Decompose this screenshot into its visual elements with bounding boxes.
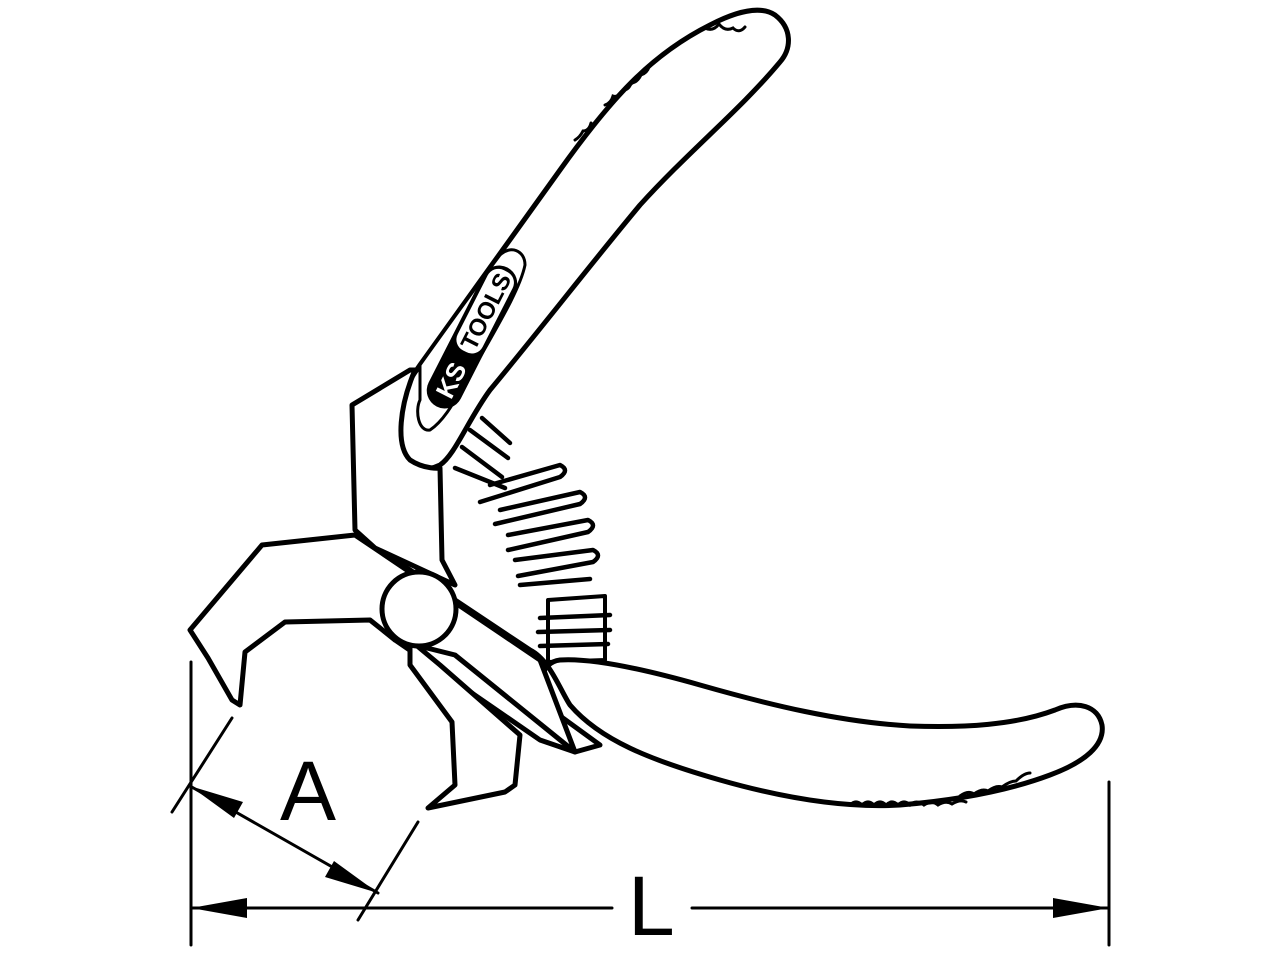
- dimension-l-label: L: [628, 859, 675, 953]
- dimension-l-arrow-right: [1053, 898, 1109, 918]
- dimension-a: A: [170, 716, 420, 922]
- pivot-rivet: [379, 569, 459, 649]
- spring: [452, 415, 613, 664]
- dimension-l: L: [189, 660, 1111, 953]
- upper-jaw-body: [349, 367, 458, 588]
- lower-jaw: [407, 637, 523, 811]
- dimension-a-arrow-right: [325, 861, 378, 893]
- dimension-l-arrow-left: [191, 898, 247, 918]
- dimension-a-extension-left: [170, 716, 234, 814]
- upper-jaw-hook: [187, 532, 578, 755]
- dimension-a-label: A: [280, 744, 336, 838]
- dimension-a-arrow-left: [190, 786, 243, 818]
- dimension-a-extension-right: [356, 820, 420, 922]
